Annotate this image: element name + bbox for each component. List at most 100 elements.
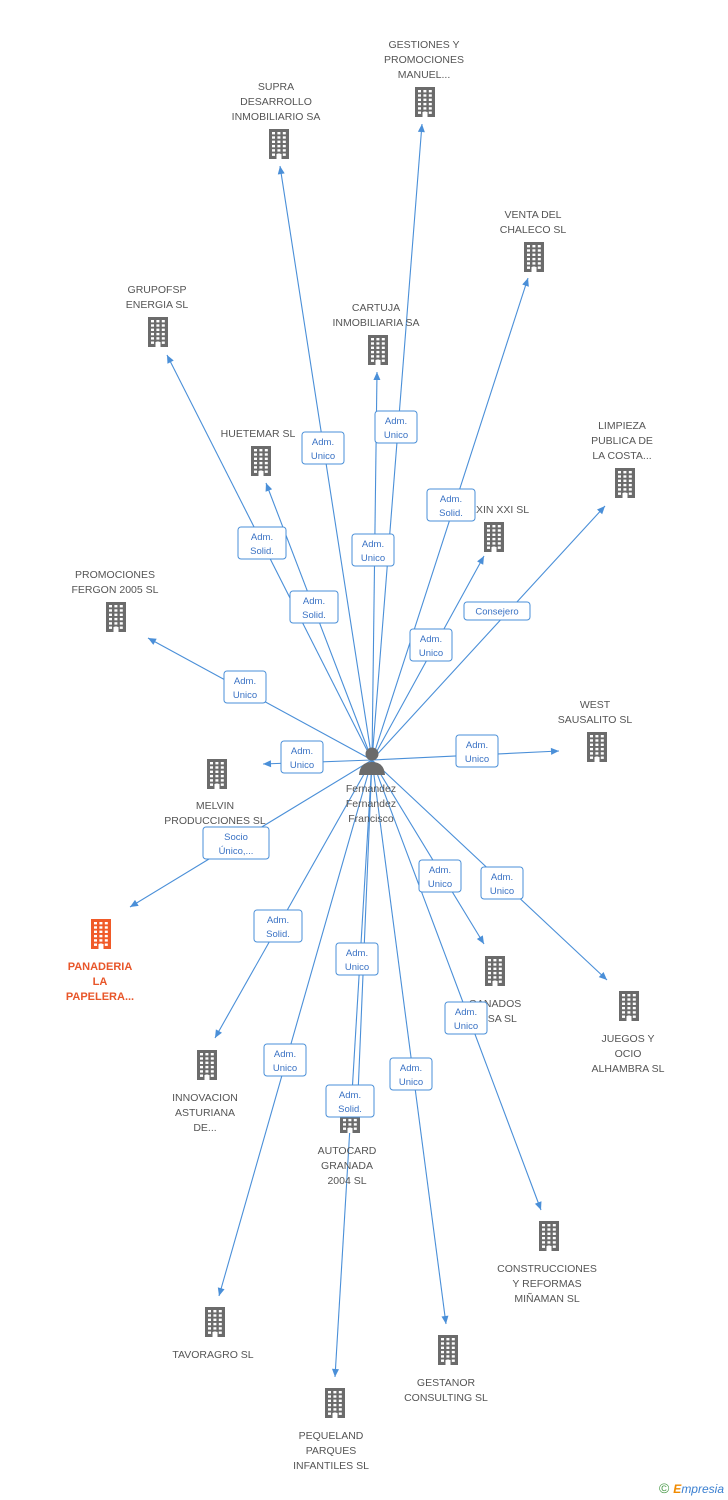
relation-badge-construcciones[interactable]: Adm.Unico — [444, 1001, 488, 1035]
relation-text-grupofsp: Adm.Solid. — [250, 532, 274, 557]
building-icon-ganados[interactable] — [485, 956, 505, 986]
edge-gestanor — [371, 759, 447, 1325]
relation-text-line: Unico — [419, 648, 443, 659]
person-icon[interactable] — [359, 747, 385, 776]
relation-badge-cartuja[interactable]: Adm.Unico — [351, 533, 395, 567]
building-icon-pequeland[interactable] — [325, 1388, 345, 1418]
relation-text-line: Adm. — [312, 437, 334, 448]
relation-badge-tavoragro[interactable]: Adm.Unico — [263, 1043, 307, 1077]
node-label-juegos-line: ALHAMBRA SL — [592, 1063, 665, 1075]
building-icon-supra[interactable] — [269, 129, 289, 159]
node-label-west-line: SAUSALITO SL — [558, 714, 633, 726]
building-icon-panaderia[interactable] — [91, 919, 111, 949]
building-icon-venta[interactable] — [524, 242, 544, 272]
relation-badge-exin[interactable]: Adm. Unico — [409, 628, 453, 662]
relation-text-line: Solid. — [338, 1104, 362, 1115]
node-label-limpieza-line: LIMPIEZA — [598, 420, 646, 432]
relation-text-line: Solid. — [266, 929, 290, 940]
building-icon-gestanor[interactable] — [438, 1335, 458, 1365]
relation-text-juegos: Adm.Unico — [490, 872, 514, 897]
relation-text-line: Adm. — [429, 865, 451, 876]
edge-autocard — [356, 759, 373, 1119]
relation-text-line: Adm. — [420, 634, 442, 645]
relation-text-line: Solid. — [302, 610, 326, 621]
relation-text-line: Unico — [465, 754, 489, 765]
relation-text-line: Único,... — [219, 846, 254, 857]
relation-badge-melvin[interactable]: Adm.Unico — [280, 740, 324, 774]
relation-badge-innovacion[interactable]: Adm.Solid. — [253, 909, 303, 943]
edge-construcciones — [371, 759, 542, 1211]
node-label-pequeland-line: PEQUELAND — [299, 1430, 364, 1442]
relation-text-line: Adm. — [303, 596, 325, 607]
building-icon-tavoragro[interactable] — [205, 1307, 225, 1337]
brand-footer[interactable]: ©Empresia — [659, 1480, 724, 1496]
building-icon-huetemar[interactable] — [251, 446, 271, 476]
relation-badge-huetemar[interactable]: Adm. Solid. — [289, 590, 339, 624]
node-label-autocard-line: GRANADA — [321, 1160, 373, 1172]
brand-name: mpresia — [681, 1482, 724, 1496]
relation-badge-west[interactable]: Adm. Unico — [455, 734, 499, 768]
relation-text-line: Adm. — [385, 416, 407, 427]
node-label-autocard-line: 2004 SL — [327, 1175, 366, 1187]
relation-badge-ganados[interactable]: Adm.Unico — [418, 859, 462, 893]
arrow-juegos — [598, 971, 607, 980]
building-icon-limpieza[interactable] — [615, 468, 635, 498]
relation-text-line: Adm. — [291, 746, 313, 757]
relation-text-line: Adm. — [346, 948, 368, 959]
building-icon-grupofsp[interactable] — [148, 317, 168, 347]
node-label-tavoragro: TAVORAGRO SL — [172, 1349, 253, 1361]
relation-badge-grupofsp[interactable]: Adm.Solid. — [237, 526, 287, 560]
relation-text-line: Adm. — [491, 872, 513, 883]
arrow-supra — [277, 166, 285, 175]
relation-badge-pequeland[interactable]: Adm.Solid. — [325, 1084, 375, 1118]
building-icon-exin[interactable] — [484, 522, 504, 552]
node-label-construcciones-line: MIÑAMAN SL — [514, 1292, 580, 1305]
building-icon-construcciones[interactable] — [539, 1221, 559, 1251]
relation-text-line: Consejero — [475, 607, 518, 618]
node-label-melvin-line: PRODUCCIONES SL — [164, 815, 266, 827]
node-label-huetemar: HUETEMAR SL — [221, 428, 296, 440]
building-icon-gestiones[interactable] — [415, 87, 435, 117]
node-label-innovacion-line: ASTURIANA — [175, 1107, 235, 1119]
relation-text-cartuja: Adm.Unico — [361, 539, 385, 564]
arrow-melvin — [263, 760, 272, 768]
relation-text-melvin: Adm.Unico — [290, 746, 314, 771]
relation-badge-fergon[interactable]: Adm.Unico — [223, 670, 267, 704]
building-icon-melvin[interactable] — [207, 759, 227, 789]
node-label-huetemar-line: HUETEMAR SL — [221, 428, 296, 440]
building-icon-juegos[interactable] — [619, 991, 639, 1021]
building-icon-west[interactable] — [587, 732, 607, 762]
relation-text-line: Adm. — [362, 539, 384, 550]
relation-badge-juegos[interactable]: Adm.Unico — [480, 866, 524, 900]
relation-text-line: Adm. — [274, 1049, 296, 1060]
center-label-line: Francisco — [348, 813, 394, 825]
arrow-huetemar — [265, 483, 273, 492]
relation-badge-gestanor[interactable]: Adm.Unico — [389, 1057, 433, 1091]
node-label-cartuja-line: INMOBILIARIA SA — [333, 317, 420, 329]
arrow-grupofsp — [167, 355, 174, 364]
relation-badge-supra[interactable]: Adm.Unico — [301, 431, 345, 465]
node-label-supra-line: INMOBILIARIO SA — [232, 111, 321, 123]
node-label-panaderia-line: PAPELERA... — [66, 991, 134, 1003]
relation-badge-venta[interactable]: Adm.Solid. — [426, 488, 476, 522]
relation-badge-autocard[interactable]: Adm.Unico — [335, 942, 379, 976]
relation-badge-gestiones[interactable]: Adm.Unico — [374, 410, 418, 444]
arrow-construcciones — [534, 1201, 542, 1210]
building-icon-innovacion[interactable] — [197, 1050, 217, 1080]
building-icon-fergon[interactable] — [106, 602, 126, 632]
center-label-line: Fernandez — [346, 798, 396, 810]
building-icon-cartuja[interactable] — [368, 335, 388, 365]
node-label-innovacion-line: INNOVACION — [172, 1092, 238, 1104]
edge-limpieza — [371, 505, 606, 761]
relation-text-line: Adm. — [466, 740, 488, 751]
relation-text-line: Unico — [233, 690, 257, 701]
relation-badge-limpieza[interactable]: Consejero — [463, 601, 531, 621]
relation-text-line: Adm. — [440, 494, 462, 505]
